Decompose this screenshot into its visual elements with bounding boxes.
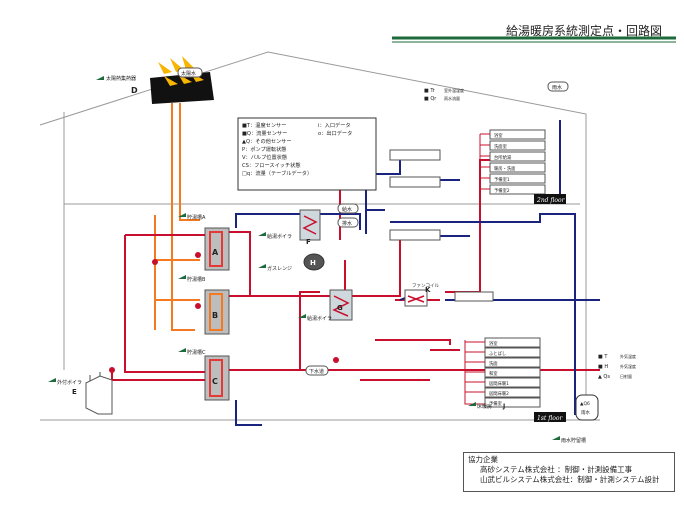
floor1-distribution bbox=[484, 337, 541, 408]
fan-coil-letter: K bbox=[425, 286, 431, 294]
legend-table-flow: □q：流量（テーブルデータ） bbox=[242, 169, 312, 177]
floor-heating-tag: 床暖房 bbox=[477, 403, 492, 410]
floor1-label: 1st floor bbox=[537, 415, 563, 422]
floor1-item: 居間床暖2 bbox=[489, 390, 509, 397]
sensor-legend-top: ■ Tr ■ Qr 室外温湿度 雨水流量 bbox=[424, 87, 464, 102]
sensor-top-label: 雨水流量 bbox=[444, 95, 460, 101]
floor1-item: 予備室 bbox=[489, 400, 503, 407]
sensor-bot-label: 外気温度 bbox=[620, 353, 636, 359]
credits-line: 高砂システム株式会社 ：制御・計測設備工事 bbox=[480, 465, 633, 474]
floor2-item: 洗面室 bbox=[494, 143, 508, 150]
sensor-bot: ■ T bbox=[598, 354, 608, 360]
floor2-distribution bbox=[389, 129, 546, 302]
boiler-g-icon bbox=[329, 289, 353, 321]
legend-list: ■T：温度センサー ■Q：流量センサー ▲Q：その他センサー P：ポンプ運転状態… bbox=[242, 121, 352, 177]
credits-box: 協力企業 高砂システム株式会社 ：制御・計測設備工事 山武ビルシステム株式会社：… bbox=[463, 452, 675, 492]
boiler-f-letter: F bbox=[306, 238, 311, 246]
sensor-bot: ▲ Qs bbox=[598, 374, 610, 380]
floor2-item: 浴室 bbox=[494, 132, 503, 139]
boiler-e-letter: E bbox=[72, 388, 77, 396]
floor1-item: 居間床暖1 bbox=[489, 380, 509, 387]
fan-coil-icon bbox=[404, 289, 428, 307]
sensor-bot-label: 外気湿度 bbox=[620, 363, 636, 369]
sensor-bot: ■ H bbox=[598, 364, 608, 370]
tank-b bbox=[204, 289, 230, 335]
solar-water-label: 太陽水 bbox=[181, 70, 196, 77]
solar-unit-letter: D bbox=[131, 86, 138, 95]
page-title: 給湯暖房系統測定点・回路図 bbox=[505, 24, 662, 38]
tank-c-letter: C bbox=[212, 377, 218, 386]
tank-a-tag: 貯湯槽A bbox=[187, 214, 206, 221]
sensor-top-label: 室外温湿度 bbox=[444, 87, 464, 93]
pump-icons bbox=[109, 252, 339, 373]
hot-water-lines bbox=[111, 159, 600, 381]
floor1-marker bbox=[534, 412, 566, 422]
floor1-item: 和室 bbox=[489, 370, 498, 377]
tank-b-tag: 貯湯槽B bbox=[187, 276, 206, 283]
supply-label: 給水 bbox=[342, 206, 352, 213]
gas-range-letter: H bbox=[310, 259, 316, 267]
rain-tank-sensor: ▲Q6 bbox=[580, 401, 590, 407]
rain-tank-tag: 雨水貯留槽 bbox=[561, 437, 586, 444]
sensor-top: ■ Tr bbox=[424, 88, 436, 94]
boiler-g-letter: G bbox=[337, 304, 343, 312]
legend-cs: CS：フロースイッチ状態 bbox=[242, 161, 301, 169]
gas-range-tag: ガスレンジ bbox=[267, 265, 292, 272]
tank-a-letter: A bbox=[212, 248, 219, 257]
boiler-g-tag: 給湯ボイラ bbox=[307, 315, 332, 322]
solar-collector-label: 太陽熱集熱器 bbox=[106, 75, 136, 82]
rain-tank-icon bbox=[575, 394, 599, 421]
legend-box bbox=[237, 117, 377, 191]
legend-flow: ■Q：流量センサー bbox=[242, 129, 287, 137]
sensor-bot-label: 日射量 bbox=[620, 373, 632, 379]
tank-c bbox=[204, 355, 230, 401]
fan-coil-tag: ファンコイル bbox=[412, 283, 439, 289]
floor1-item-labels: 浴室 ふとばし 洗面 和室 居間床暖1 居間床暖2 予備室 bbox=[489, 340, 509, 407]
solar-loop bbox=[154, 103, 200, 331]
tank-b-letter: B bbox=[212, 311, 218, 320]
sensor-top: ■ Qr bbox=[424, 96, 437, 102]
boiler-e-icon bbox=[85, 375, 113, 415]
floor2-marker bbox=[534, 194, 566, 204]
legend-outlet: o：出口データ bbox=[318, 129, 352, 137]
rain-tank-label: 雨水 bbox=[581, 409, 590, 416]
tank-a bbox=[204, 227, 230, 271]
location-tags bbox=[48, 76, 560, 440]
legend-other: ▲Q：その他センサー bbox=[242, 137, 292, 145]
boiler-f-icon bbox=[299, 209, 321, 241]
floor-heating-letter: J bbox=[502, 403, 505, 410]
floor1-item: 浴室 bbox=[489, 340, 498, 347]
drain-label: 排水 bbox=[342, 220, 352, 227]
floor2-feed bbox=[479, 133, 490, 190]
sewer-label: 下水道 bbox=[309, 368, 324, 375]
floor1-feed bbox=[464, 340, 485, 405]
legend-inlet: i：入口データ bbox=[318, 121, 351, 129]
legend-pump: P：ポンプ運転状態 bbox=[242, 145, 286, 153]
floor2-item: 予備室1 bbox=[494, 176, 510, 183]
floor1-item: ふとばし bbox=[489, 350, 506, 357]
floor2-item: 台所給湯 bbox=[494, 154, 512, 161]
floor2-item: 予備室2 bbox=[494, 187, 510, 194]
floor2-item-labels: 浴室 洗面室 台所給湯 暖房・洗面 予備室1 予備室2 bbox=[494, 132, 516, 194]
credits-line: 山武ビルシステム株式会社：制御・計測システム設計 bbox=[480, 475, 660, 484]
floor1-item: 洗面 bbox=[489, 360, 498, 367]
legend-valve: V：バルブ位置状態 bbox=[242, 153, 287, 161]
solar-collector-icon bbox=[150, 56, 214, 104]
boiler-f-tag: 給湯ボイラ bbox=[267, 233, 292, 240]
floor2-item: 暖房・洗面 bbox=[494, 165, 516, 172]
rain-label: 雨水 bbox=[552, 84, 562, 91]
credits-heading: 協力企業 bbox=[468, 455, 498, 464]
floor2-label: 2nd floor bbox=[536, 197, 566, 204]
legend-temp: ■T：温度センサー bbox=[242, 121, 286, 129]
gas-range-icon bbox=[303, 253, 325, 271]
boiler-e-tag: 外付ボイラ bbox=[57, 379, 82, 386]
sensor-legend-bottom: ■ T ■ H ▲ Qs 外気温度 外気湿度 日射量 bbox=[598, 353, 636, 380]
tank-c-tag: 貯湯槽C bbox=[187, 349, 206, 356]
